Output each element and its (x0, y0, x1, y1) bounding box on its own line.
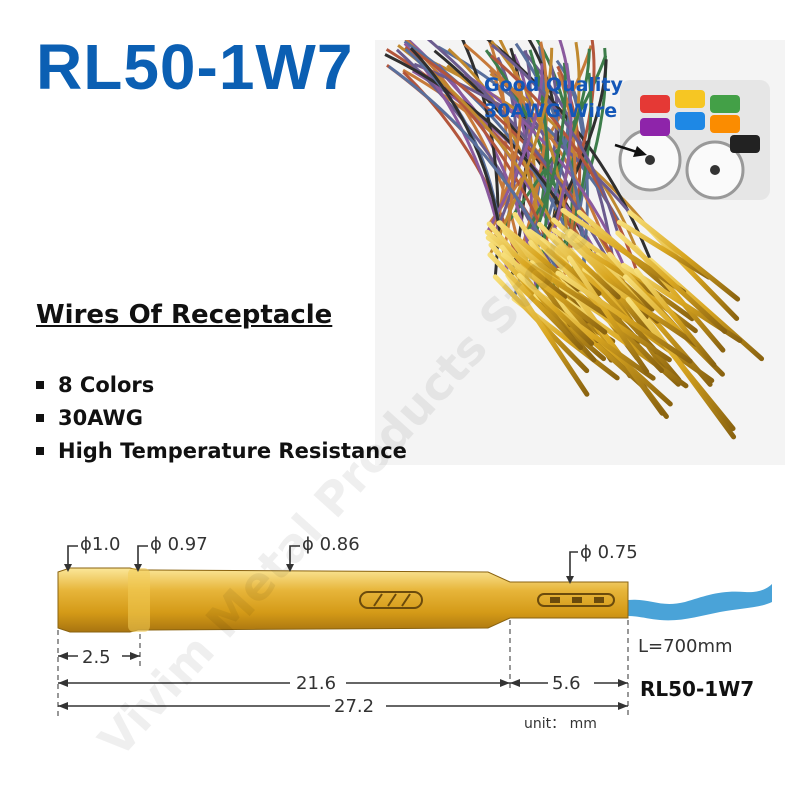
gold-pin (625, 297, 736, 432)
wire-strand (463, 43, 611, 255)
dimension-drawing: ϕ1.0 ϕ 0.97 ϕ 0.86 ϕ 0.75 2.5 21.6 5.6 2… (57, 534, 772, 732)
gold-pin (550, 233, 621, 300)
wire-strand (540, 59, 608, 241)
gold-pin (647, 257, 765, 362)
diameter-label: ϕ 0.86 (302, 534, 360, 555)
gold-pin (615, 230, 728, 334)
gold-pin (500, 252, 608, 335)
gold-pin (505, 272, 590, 397)
gold-pin (555, 270, 693, 364)
gold-pin (516, 273, 595, 347)
gold-pin (633, 267, 717, 368)
gold-pin (644, 224, 740, 321)
gold-pin (616, 219, 712, 280)
callout-line1: Good Quality (484, 74, 623, 96)
dimension-label: 5.6 (552, 673, 581, 694)
diameter-label: ϕ1.0 (80, 534, 121, 555)
wire-strand (552, 40, 596, 231)
wire-strand (409, 47, 504, 248)
wire-callout: Good Quality 30AWG Wire (484, 72, 623, 124)
gold-pin (566, 255, 650, 375)
bullet-icon (36, 446, 44, 455)
gold-pin (484, 229, 568, 300)
feature-list: 8 Colors 30AWG High Temperature Resistan… (36, 368, 407, 467)
model-label: RL50-1W7 (640, 677, 754, 701)
gold-pin (627, 210, 741, 302)
bullet-icon (36, 413, 44, 422)
feature-label: 8 Colors (58, 372, 155, 397)
receptacle-body (57, 567, 629, 633)
product-photo (375, 40, 785, 465)
bullet-icon (36, 380, 44, 389)
callout-line2: 30AWG Wire (484, 100, 618, 122)
feature-item: 8 Colors (36, 368, 407, 401)
feature-item: 30AWG (36, 401, 407, 434)
section-title: Wires Of Receptacle (36, 300, 333, 330)
wire-strand (517, 41, 549, 258)
wire-strand (485, 63, 544, 233)
diameter-label: ϕ 0.97 (150, 534, 208, 555)
length-label: L=700mm (638, 636, 733, 657)
feature-label: High Temperature Resistance (58, 438, 407, 463)
gold-pin (537, 221, 659, 355)
gold-pin (487, 252, 584, 351)
product-title: RL50-1W7 (36, 31, 354, 103)
dimension-label: 2.5 (82, 647, 111, 668)
wire-strand (412, 49, 627, 278)
diameter-label: ϕ 0.75 (580, 542, 638, 563)
unit-label: unit： mm (524, 716, 597, 732)
blue-wire (628, 584, 772, 621)
dimension-label: 27.2 (334, 696, 374, 717)
wire-spools-image (618, 80, 770, 200)
wire-strand (514, 42, 587, 270)
wire-strand (551, 40, 573, 236)
feature-item: High Temperature Resistance (36, 434, 407, 467)
dimension-label: 21.6 (296, 673, 336, 694)
feature-label: 30AWG (58, 405, 143, 430)
gold-receptacles (484, 207, 765, 440)
wire-strand (413, 62, 631, 214)
